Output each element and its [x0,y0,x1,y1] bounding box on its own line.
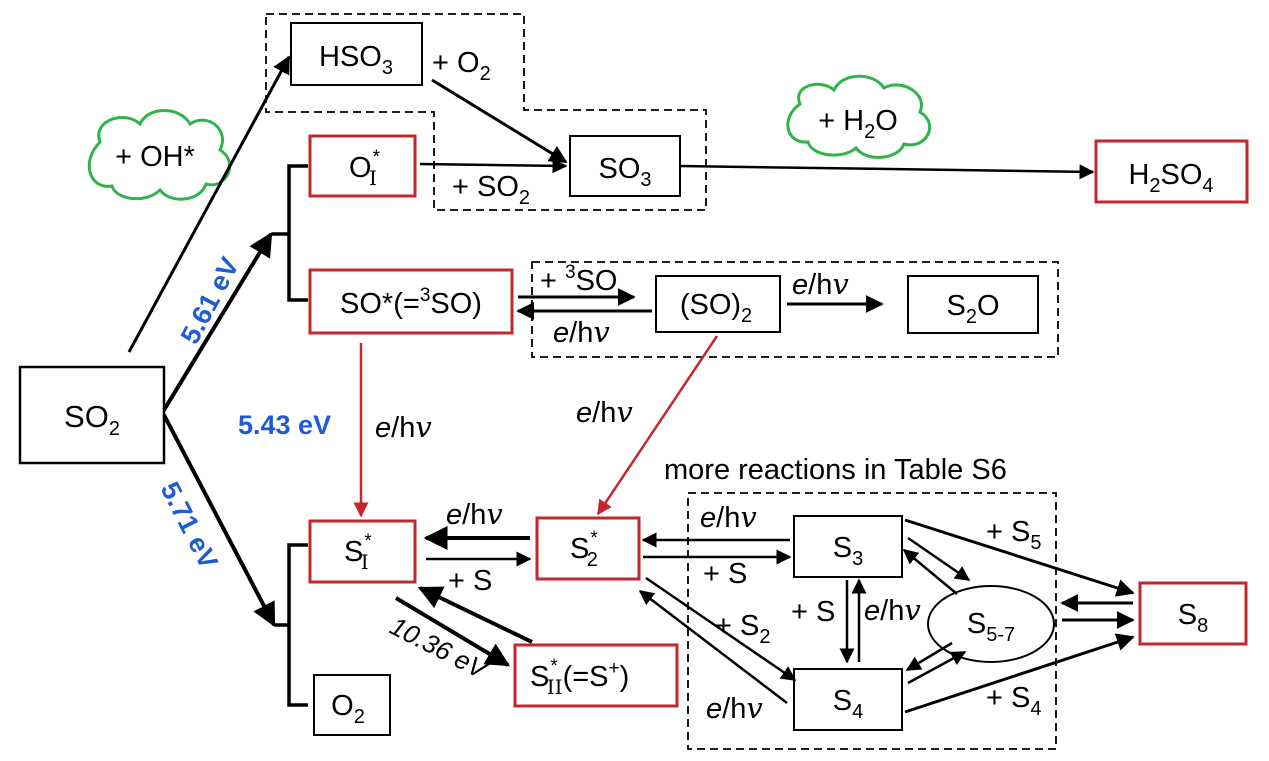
label-s4: S4 [833,685,863,723]
box-hso3 [290,22,423,86]
arrow-s57-s4 [905,641,953,672]
label-hso3: HSO3 [319,41,393,79]
cloud-label-h2o: + H2O [818,105,898,143]
bracket-so-products [272,164,308,302]
reagent-plus-so2: + SO2 [452,171,530,209]
reagent-ehv-so-si: e/hv [375,410,432,444]
reagent-plus-3so: + 3SO [540,262,617,297]
arrow-s3-s57 [907,536,971,582]
label-so3: SO3 [598,153,651,191]
arrow-s2-s4 [645,576,797,682]
reagent-ehv-dimer-s2: e/hv [576,395,633,429]
label-sii: S*II(=S+) [530,656,629,699]
dashed-group-so-dimer [531,261,1059,358]
arrow-oi-so3 [419,158,568,174]
label-s2o: S2O [946,290,999,328]
arrow-sii-si [417,586,533,644]
arrow-s57-s3 [902,549,958,595]
reagent-plus-s-s3: + S [703,558,747,590]
arrow-hso3-so3 [431,78,568,164]
label-s3: S3 [833,532,863,570]
label-s8: S8 [1178,599,1208,637]
note-more-reactions: more reactions in Table S6 [664,454,1007,486]
arrow-s3-s8 [904,518,1135,597]
energy-543: 5.43 eV [238,410,331,440]
reagent-plus-s4: + S4 [986,682,1041,720]
bracket-s-products [275,543,308,707]
label-o2: O2 [331,690,365,728]
label-so-star: SO*(=3SO) [340,285,482,320]
box-s3 [793,515,903,578]
reagent-plus-s5: + S5 [986,516,1041,554]
reagent-ehv-so-reverse: e/hv [553,315,610,349]
box-s4 [793,668,903,731]
box-s8 [1138,581,1248,646]
box-so-dimer [655,275,781,333]
box-h2so4 [1094,139,1249,204]
arrow-so3-h2so4 [679,164,1095,180]
label-si: S*I [344,531,372,574]
label-oi: O*I [349,147,381,190]
arrow-s4-s2 [638,590,788,704]
box-oi [308,134,417,198]
arrow-s4-s8 [904,633,1135,714]
box-s2 [535,516,641,581]
box-so2 [18,365,166,465]
box-si [308,519,417,584]
arrow-dimer-s2 [596,335,719,516]
energy-571: 5.71 eV [155,477,224,574]
box-s2o [907,275,1039,334]
arrow-so2-hso3 [127,55,291,353]
label-s2: S*2 [570,528,598,571]
reagent-plus-s-si: + S [448,565,492,597]
box-sii [513,643,679,708]
label-so2: SO2 [64,399,120,440]
cloud-h2o [786,74,932,159]
arrow-so2-bracket-down [162,414,276,628]
label-s57: S5-7 [967,608,1015,646]
reagent-ehv-s4-s2: e/hv [706,691,763,725]
arrow-si-sii [394,596,511,667]
box-o2 [313,674,391,736]
reagent-ehv-s4-s3: e/hv [864,593,921,627]
reagent-plus-o2: + O2 [432,47,491,85]
arrow-so2-bracket-up [162,231,273,412]
label-h2so4: H2SO4 [1128,159,1213,197]
cloud-label-oh: + OH* [115,141,195,173]
ellipse-s57 [927,585,1055,663]
dashed-group-oxidation [265,13,707,211]
reagent-ehv-s2o: e/hv [792,267,849,301]
reagent-plus-s-s4: + S [791,596,835,628]
label-so-dimer: (SO)2 [680,289,752,327]
arrow-s4-s57 [907,650,967,685]
cloud-oh [87,109,232,201]
reagent-ehv-s3-s2: e/hv [700,500,757,534]
reagent-plus-s2: + S2 [715,610,770,648]
reagent-ehv-s2-si: e/hv [446,497,503,531]
dashed-group-sulfur-chain [687,492,1057,750]
box-so-star [308,268,514,335]
